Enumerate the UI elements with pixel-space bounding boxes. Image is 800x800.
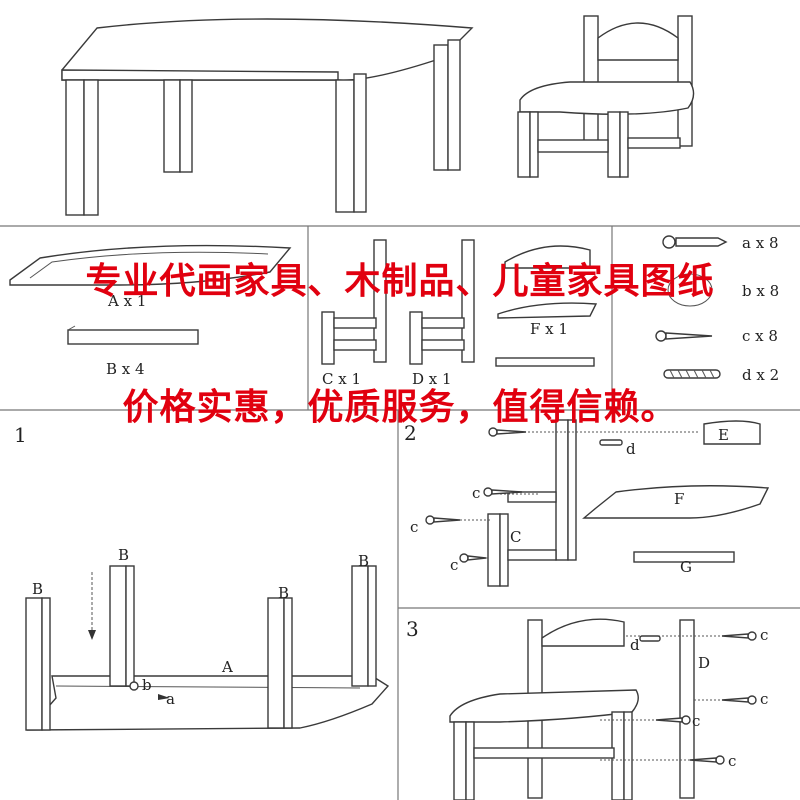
hardware-c-qty: c x 8 — [742, 327, 778, 345]
label-c: c — [760, 626, 768, 644]
assembled-table — [61, 18, 474, 216]
label-a: a — [166, 690, 175, 708]
label-B: B — [278, 584, 289, 602]
label-c: c — [472, 484, 480, 502]
part-B-drawing — [67, 325, 199, 345]
label-F: F — [674, 490, 684, 508]
label-c: c — [410, 518, 418, 536]
label-E: E — [718, 426, 729, 444]
part-E-drawing — [504, 245, 591, 269]
part-B-qty: B x 4 — [106, 360, 145, 378]
screw-icon — [425, 427, 623, 563]
step-3-number: 3 — [406, 617, 419, 641]
label-B: B — [118, 546, 129, 564]
step-1-drawing — [25, 565, 390, 731]
step-2-number: 2 — [404, 421, 417, 445]
part-G-drawing — [495, 357, 595, 367]
label-c: c — [692, 712, 700, 730]
text-labels: A x 1 B x 4 C x 1 D x 1 F x 1 a x 8 b x … — [14, 234, 779, 770]
part-F-drawing — [497, 302, 598, 319]
screw-icon — [639, 631, 757, 765]
part-D-qty: D x 1 — [412, 370, 452, 388]
hardware-b-qty: b x 8 — [742, 282, 779, 300]
part-C-qty: C x 1 — [322, 370, 361, 388]
hardware-a-qty: a x 8 — [742, 234, 778, 252]
washer-b-icon — [667, 273, 713, 307]
label-c: c — [728, 752, 736, 770]
label-G: G — [680, 558, 692, 576]
promo-line-1: 专业代画家具、木制品、儿童家具图纸 — [85, 261, 715, 302]
panel-borders — [0, 225, 800, 800]
promo-line-2: 价格实惠，优质服务，值得信赖。 — [122, 387, 678, 428]
label-d: d — [626, 440, 636, 458]
hardware-d-qty: d x 2 — [742, 366, 779, 384]
label-B: B — [358, 552, 369, 570]
label-b: b — [142, 676, 152, 694]
label-d: d — [630, 636, 640, 654]
part-A-drawing — [9, 244, 292, 286]
label-B: B — [32, 580, 43, 598]
screw-a-icon — [662, 235, 728, 249]
part-F-qty: F x 1 — [530, 320, 568, 338]
label-C: C — [510, 528, 521, 546]
step-3-drawing — [449, 618, 757, 800]
label-c: c — [760, 690, 768, 708]
screw-c-icon — [655, 330, 713, 342]
part-C-drawing — [321, 239, 387, 365]
assembled-chair — [517, 15, 695, 178]
step-2-drawing — [425, 419, 770, 587]
label-c: c — [450, 556, 458, 574]
step-1-number: 1 — [14, 423, 27, 447]
label-A: A — [221, 658, 233, 676]
dowel-d-icon — [663, 369, 721, 379]
hardware-screws — [655, 235, 728, 379]
label-D: D — [698, 654, 710, 672]
part-A-qty: A x 1 — [107, 292, 146, 310]
part-D-drawing — [409, 239, 475, 365]
